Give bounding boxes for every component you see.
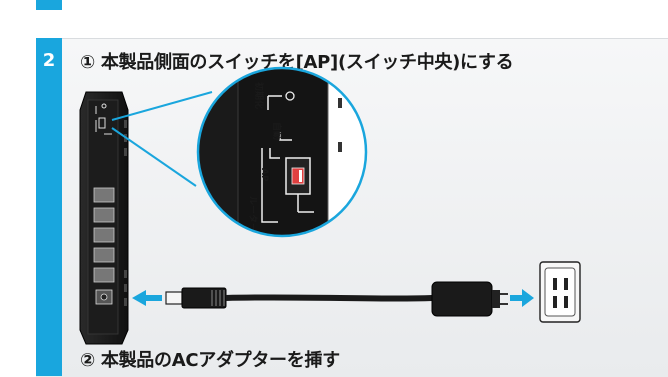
- plug-in-arrow-left: [132, 290, 162, 306]
- instruction-plug-adapter: ② 本製品のACアダプターを挿す: [80, 350, 340, 371]
- router-device: [79, 91, 129, 345]
- step-number: 2: [42, 50, 56, 71]
- ac-adapter-cable: [165, 281, 508, 317]
- switch-zoom-view: 初期化 自動 AP ルーター: [196, 66, 368, 238]
- label-reset: 初期化: [253, 82, 265, 109]
- step-number-column: [36, 38, 62, 376]
- label-mode-auto: 自動: [271, 122, 283, 140]
- label-mode-ap: AP: [259, 168, 269, 182]
- instruction-set-switch: ① 本製品側面のスイッチを[AP](スイッチ中央)にする: [80, 52, 514, 73]
- label-mode-router: ルーター: [247, 196, 259, 232]
- wall-outlet-icon: [539, 261, 581, 323]
- plug-in-arrow-right: [510, 289, 534, 307]
- router-switch-small: [95, 103, 112, 135]
- previous-step-indicator: [36, 0, 62, 10]
- lan-ports: [93, 187, 115, 283]
- switch-knob: [291, 167, 305, 185]
- zoom-callout: [111, 91, 213, 187]
